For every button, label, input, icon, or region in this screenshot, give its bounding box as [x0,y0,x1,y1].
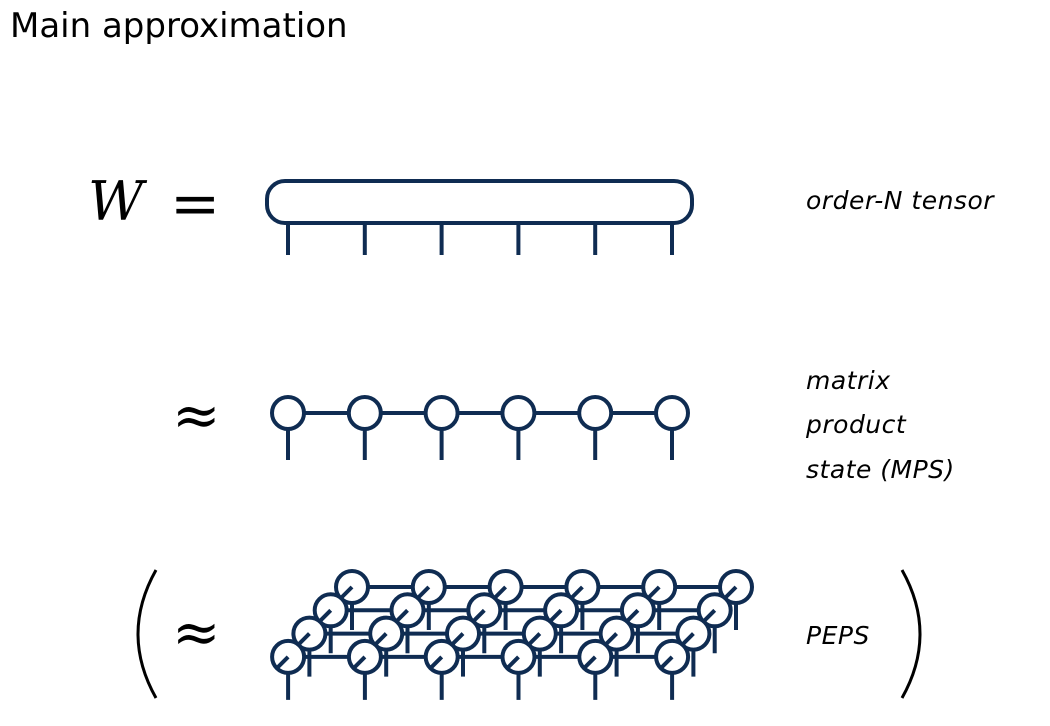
mps-site [346,395,383,431]
approx-symbol-peps: ≈ [172,598,221,666]
w-symbol: W [88,170,148,233]
peps-depth-stub [351,655,367,671]
peps-depth-stub [274,655,290,671]
tensor-label: order-N tensor [806,186,995,215]
peps-depth-stub [658,655,674,671]
peps-depth-stub [505,655,520,671]
mps-site [500,395,537,431]
mps-chain [270,395,690,460]
mps-label-line-2: product [806,410,907,439]
page-title: Main approximation [10,6,348,46]
mps-site [270,395,306,431]
left-parenthesis [136,569,158,699]
mps-label-line-3: state (MPS) [806,455,955,484]
right-parenthesis [900,569,922,699]
order-n-tensor [265,179,694,255]
mps-site [423,395,460,431]
equals-sign: = [170,169,220,239]
tensor-box [265,179,694,225]
peps-depth-stub [428,655,444,671]
mps-site [577,395,614,431]
mps-site [654,395,690,431]
peps-label: PEPS [806,621,870,650]
peps-grid [270,569,754,700]
peps-depth-stub [581,655,597,671]
mps-label-line-1: matrix [806,366,891,395]
approx-symbol-mps: ≈ [172,381,221,449]
